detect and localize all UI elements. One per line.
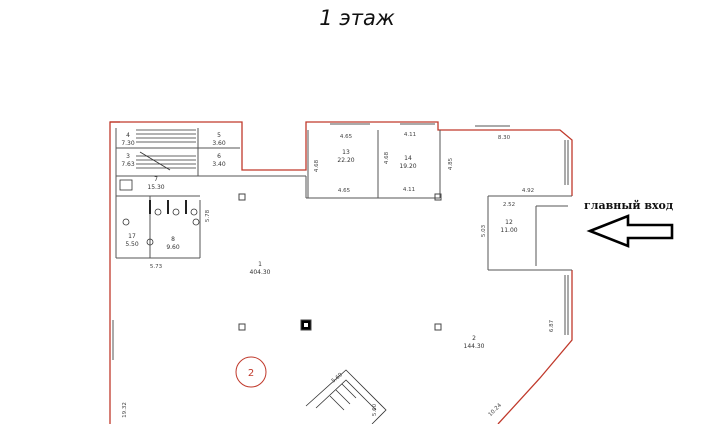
floor-title: 1 этаж bbox=[319, 6, 395, 30]
room-area: 3.40 bbox=[212, 161, 226, 168]
room-area: 19.20 bbox=[399, 163, 416, 170]
room-label: 4 bbox=[126, 132, 130, 139]
room-label: 2 bbox=[472, 335, 476, 342]
dimension: 2.52 bbox=[503, 202, 515, 208]
dimension: 4.65 bbox=[340, 134, 353, 140]
dimension: 4.11 bbox=[403, 187, 415, 193]
dimension: 19.32 bbox=[122, 402, 128, 418]
room-label: 13 bbox=[342, 149, 350, 156]
dimension: 5.60 bbox=[372, 403, 378, 416]
room-area: 11.00 bbox=[500, 227, 517, 234]
room-label: 12 bbox=[505, 219, 513, 226]
section-marker: 2 bbox=[235, 356, 267, 388]
dimension: 5.78 bbox=[205, 209, 211, 222]
fixtures bbox=[119, 179, 200, 246]
room-area: 404.30 bbox=[250, 269, 271, 276]
stairs-bottom bbox=[305, 369, 387, 424]
room-label: 6 bbox=[217, 153, 221, 160]
room-area: 144.30 bbox=[464, 343, 485, 350]
room-label: 1 bbox=[258, 261, 262, 268]
dimension: 4.92 bbox=[522, 188, 534, 194]
room-label: 3 bbox=[126, 153, 130, 160]
room-label: 14 bbox=[404, 155, 412, 162]
dimension: 4.85 bbox=[448, 157, 454, 170]
toilet-partitions bbox=[149, 200, 187, 214]
dimension: 5.03 bbox=[481, 224, 487, 237]
room-label: 17 bbox=[128, 233, 136, 240]
room-area: 7.30 bbox=[121, 140, 135, 147]
dimension: 10.24 bbox=[488, 402, 504, 418]
outer-walls bbox=[109, 121, 573, 424]
room-area: 9.60 bbox=[166, 244, 180, 251]
entrance-arrow-icon bbox=[586, 214, 674, 248]
stairs-top bbox=[136, 129, 196, 171]
section-marker-label: 2 bbox=[248, 368, 254, 379]
dimension: 4.11 bbox=[404, 132, 416, 138]
entrance-label: главный вход bbox=[584, 199, 674, 212]
columns bbox=[238, 193, 442, 331]
room-area: 3.60 bbox=[212, 140, 226, 147]
room-label: 8 bbox=[171, 236, 175, 243]
room-area: 7.63 bbox=[121, 161, 135, 168]
room-area: 15.30 bbox=[147, 184, 164, 191]
room-label: 5 bbox=[217, 132, 221, 139]
windows bbox=[112, 123, 569, 360]
inner-walls bbox=[115, 128, 572, 271]
dimension: 4.65 bbox=[338, 188, 351, 194]
dimension: 8.30 bbox=[498, 135, 511, 141]
dimension: 4.68 bbox=[384, 151, 390, 164]
room-area: 22.20 bbox=[337, 157, 354, 164]
dimension: 6.87 bbox=[549, 319, 555, 332]
room-label: 7 bbox=[154, 176, 158, 183]
room-labels: 4 7.30 5 3.60 3 7.63 6 3.40 7 15.30 17 5… bbox=[121, 132, 517, 350]
room-area: 5.50 bbox=[125, 241, 139, 248]
dimension: 4.68 bbox=[314, 159, 320, 172]
dimension: 5.73 bbox=[150, 264, 163, 270]
dimension-labels: 4.65 4.11 8.30 4.68 4.68 4.85 4.65 4.11 … bbox=[122, 132, 555, 418]
